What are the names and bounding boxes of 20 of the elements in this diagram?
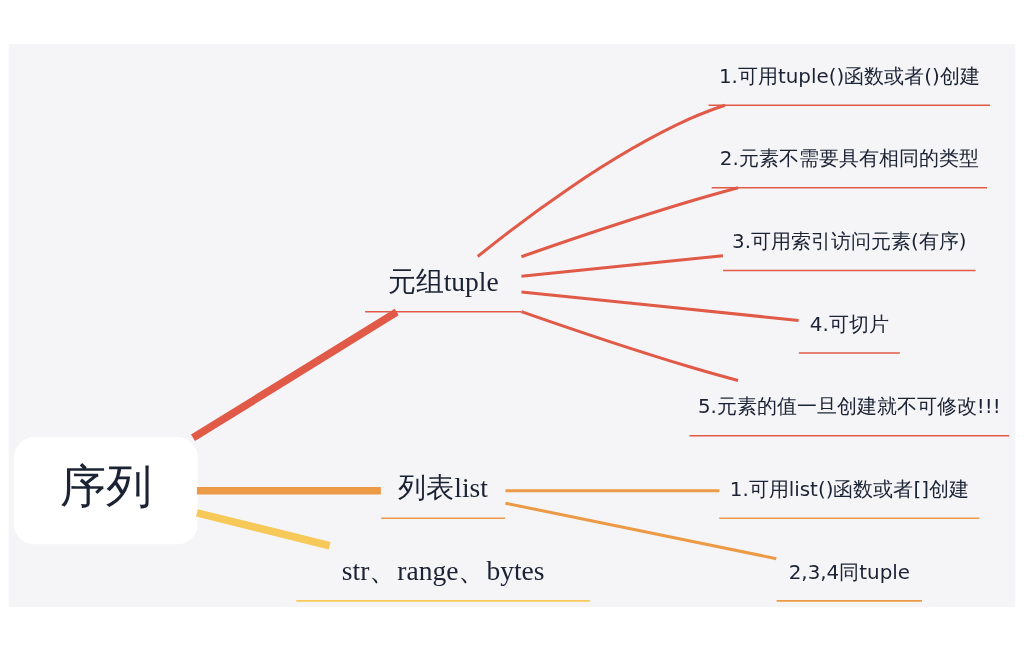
connector bbox=[520, 310, 739, 383]
node-text: 1.可用tuple()函数或者()创建 bbox=[718, 64, 980, 88]
node-text: 2,3,4同tuple bbox=[788, 560, 911, 584]
connector bbox=[196, 509, 331, 550]
connector bbox=[191, 308, 399, 442]
connector bbox=[520, 186, 739, 259]
connector bbox=[521, 290, 799, 322]
node-text: 2.元素不需要具有相同的类型 bbox=[719, 147, 979, 171]
node-text: str、range、bytes bbox=[341, 555, 545, 587]
node-text: 1.可用list()函数或者[]创建 bbox=[729, 477, 969, 501]
node-text: 4.可切片 bbox=[809, 312, 889, 336]
node-text: 5.元素的值一旦创建就不可修改!!! bbox=[697, 395, 1001, 419]
connector bbox=[505, 501, 777, 561]
node-box: 序列 bbox=[14, 437, 198, 545]
node-text: 3.可用索引访问元素(有序) bbox=[732, 230, 967, 254]
connector bbox=[521, 254, 724, 278]
connector bbox=[476, 103, 726, 258]
connector bbox=[505, 489, 720, 493]
node-text: 列表list bbox=[398, 472, 488, 504]
node-text: 元组tuple bbox=[387, 265, 499, 297]
